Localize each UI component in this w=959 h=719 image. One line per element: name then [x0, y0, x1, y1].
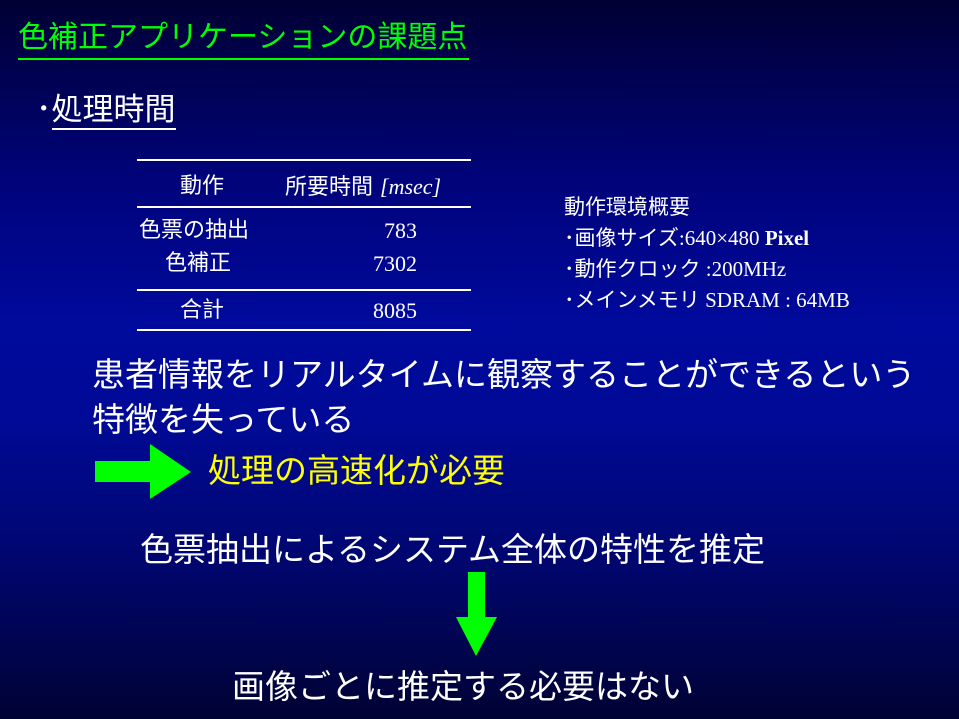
total-time: 8085 — [373, 298, 417, 323]
header-unit: [msec] — [380, 174, 442, 199]
total-label: 合計 — [180, 298, 225, 323]
right-arrow-icon — [95, 444, 191, 499]
header-action: 動作 — [180, 174, 225, 199]
env-value: :640×480 — [678, 226, 765, 250]
environment-item: ･メインメモリ SDRAM : 64MB — [564, 285, 850, 316]
problem-line-2: 特徴を失っている — [92, 400, 355, 439]
table-rule — [137, 206, 471, 208]
estimate-statement: 色票抽出によるシステム全体の特性を推定 — [140, 530, 766, 569]
section-label: 処理時間 — [51, 92, 176, 130]
row-time: 7302 — [373, 251, 417, 276]
section-heading: ･処理時間 — [36, 90, 176, 130]
environment-item: ･画像サイズ:640×480 Pixel — [564, 223, 850, 254]
environment-heading: 動作環境概要 — [564, 195, 690, 219]
bullet: ･ — [36, 92, 52, 128]
table-rule — [137, 329, 471, 331]
env-value: :200MHz — [700, 257, 787, 281]
env-unit: Pixel — [764, 226, 810, 250]
env-label: ･メインメモリ — [564, 288, 700, 312]
row-action: 色補正 — [165, 251, 232, 276]
env-label: ･動作クロック — [564, 257, 701, 281]
env-label: ･画像サイズ — [564, 226, 679, 250]
row-time: 783 — [384, 218, 417, 243]
table-rule — [137, 289, 471, 291]
problem-line-1: 患者情報をリアルタイムに観察することができるという — [92, 355, 916, 394]
environment-item: ･動作クロック :200MHz — [564, 254, 850, 285]
header-time-label: 所要時間 — [285, 175, 374, 200]
header-time: 所要時間 [msec] — [285, 174, 441, 201]
down-arrow-icon — [456, 572, 497, 656]
env-value: SDRAM : 64MB — [699, 288, 850, 312]
environment-summary: 動作環境概要 ･画像サイズ:640×480 Pixel ･動作クロック :200… — [564, 192, 850, 316]
slide-title: 色補正アプリケーションの課題点 — [18, 18, 470, 60]
table-rule — [137, 159, 471, 161]
row-action: 色票の抽出 — [139, 218, 250, 243]
speedup-conclusion: 処理の高速化が必要 — [208, 451, 505, 490]
final-conclusion: 画像ごとに推定する必要はない — [232, 667, 694, 706]
